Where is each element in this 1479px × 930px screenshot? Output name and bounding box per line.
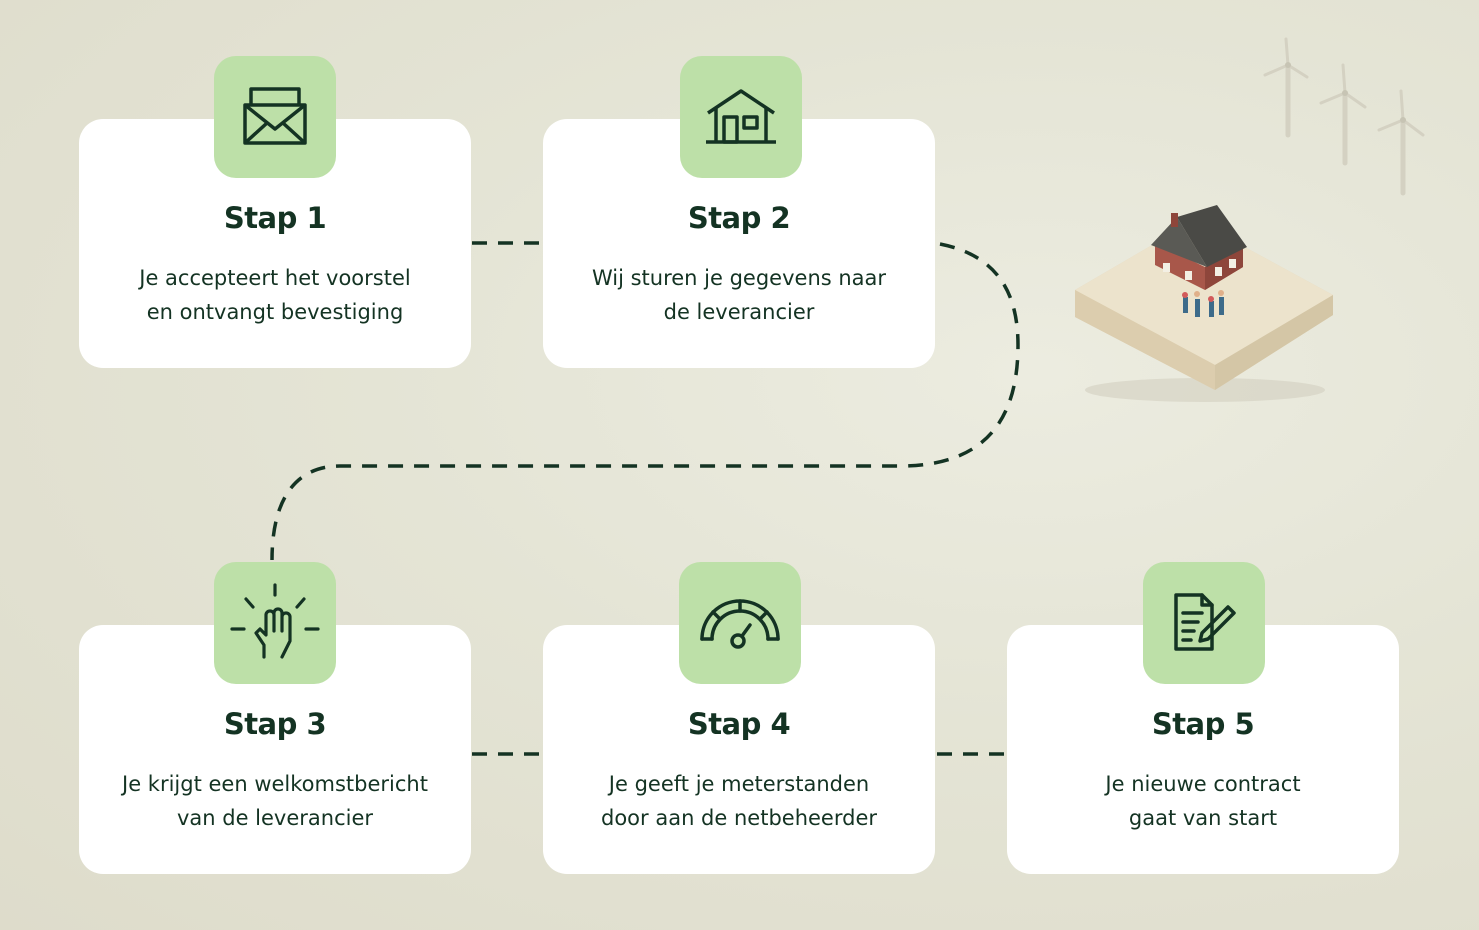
step-description: Je geeft je meterstanden door aan de net… [601, 772, 877, 830]
step-description: Je krijgt een welkomstbericht van de lev… [122, 772, 428, 830]
raised-hand-icon [214, 562, 336, 684]
wind-turbines-illustration [1263, 37, 1425, 196]
step-description: Je nieuwe contract gaat van start [1105, 772, 1301, 830]
envelope-icon [214, 56, 336, 178]
meter-gauge-icon [679, 562, 801, 684]
step-description: Je accepteert het voorstel en ontvangt b… [139, 266, 411, 324]
step-title: Stap 3 [223, 707, 327, 741]
step-title: Stap 1 [223, 201, 327, 235]
step-title: Stap 4 [687, 707, 791, 741]
step-title: Stap 2 [687, 201, 791, 235]
step-title: Stap 5 [1151, 707, 1255, 741]
house-platform-illustration [1075, 205, 1333, 402]
step-card-1: Stap 1 Je accepteert het voorstel en ont… [79, 119, 471, 368]
step-description: Wij sturen je gegevens naar de leveranci… [591, 266, 887, 324]
contract-signing-icon [1143, 562, 1265, 684]
connector-2-3 [270, 242, 1020, 561]
house-icon [680, 56, 802, 178]
